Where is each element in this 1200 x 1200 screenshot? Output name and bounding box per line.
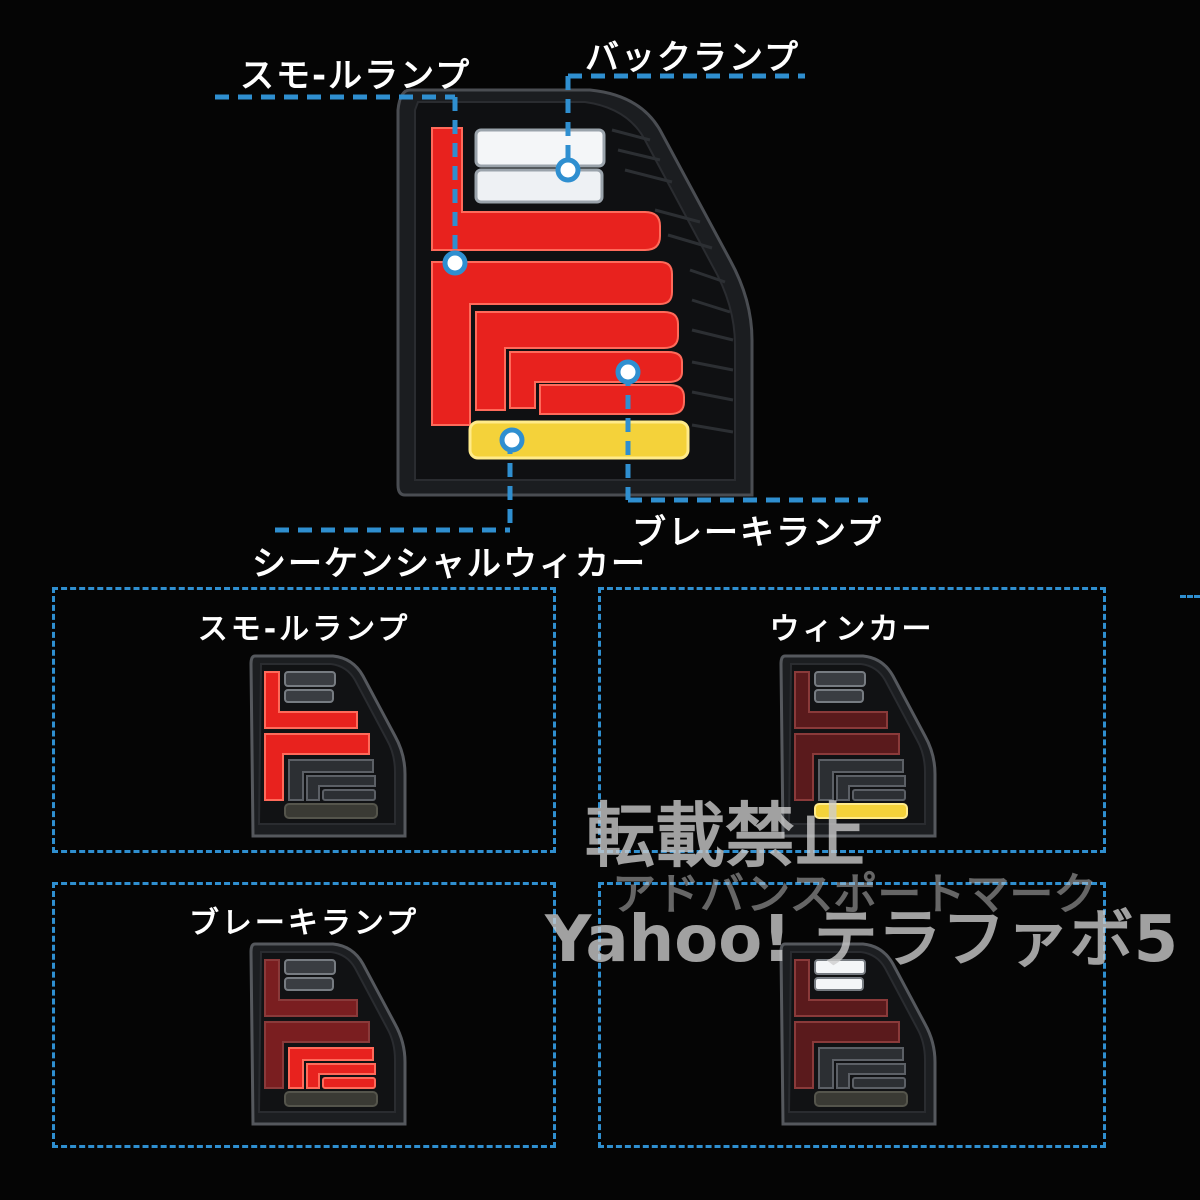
callout-dots <box>442 157 641 453</box>
mini-brake-bar-3 <box>852 1077 906 1089</box>
main-housing-ribs <box>611 128 734 434</box>
callout-leader-lines <box>215 73 868 533</box>
callout-small-lamp-label: スモ-ルランプ <box>240 56 472 96</box>
main-back-lamp-upper <box>474 128 606 168</box>
mini-brake-bar-1 <box>818 759 904 801</box>
mini-red-guide-upper <box>264 671 358 729</box>
mini-brake-bar-2 <box>306 1063 376 1089</box>
mini-brake-bar-3 <box>852 789 906 801</box>
mini-red-guide-upper <box>264 959 358 1017</box>
mini-red-guide-lower <box>794 1021 900 1089</box>
watermark-line-3: Yahoo! テラファボ5 <box>545 903 1179 977</box>
panel-brake-lamp-label: ブレーキランプ <box>188 906 420 941</box>
mini-back-lamp-upper <box>284 959 336 975</box>
panel-winker-label: ウィンカー <box>769 612 935 647</box>
mini-back-lamp-upper <box>284 671 336 687</box>
mini-winker-bar <box>284 803 378 819</box>
mini-taillight-winker <box>779 654 937 838</box>
mini-taillight-brake-lamp <box>249 942 407 1126</box>
watermark-line-2: アドバンスポートマーク <box>612 869 1098 920</box>
mini-brake-bar-1 <box>288 1047 374 1089</box>
mini-red-guide-lower <box>264 733 370 801</box>
main-red-light-guide <box>431 127 685 426</box>
watermark-line-1: 転載禁止 <box>585 795 865 877</box>
panel-small-lamp-label: スモ-ルランプ <box>197 612 411 647</box>
mini-taillight-back-lamp <box>779 942 937 1126</box>
edge-dash-fragment <box>1180 595 1200 598</box>
mini-red-guide-upper <box>794 671 888 729</box>
panel-winker <box>598 587 1106 853</box>
main-sequential-winker-bar <box>468 420 690 460</box>
mini-brake-bar-2 <box>306 775 376 801</box>
main-back-lamp-lower <box>474 168 604 204</box>
mini-taillight-small-lamp <box>249 654 407 838</box>
mini-back-lamp-upper <box>814 671 866 687</box>
callout-back-lamp-label: バックランプ <box>585 38 800 78</box>
mini-back-lamp-lower <box>284 977 334 991</box>
callout-brake-lamp-label: ブレーキランプ <box>632 513 883 553</box>
mini-red-guide-upper <box>794 959 888 1017</box>
main-taillight-diagram <box>215 73 868 533</box>
panel-back-lamp <box>598 882 1106 1148</box>
mini-brake-bar-1 <box>288 759 374 801</box>
mini-winker-bar <box>814 803 908 819</box>
mini-back-lamp-upper <box>814 959 866 975</box>
mini-red-guide-lower <box>264 1021 370 1089</box>
mini-brake-bar-2 <box>836 775 906 801</box>
panel-small-lamp <box>52 587 556 853</box>
mini-winker-bar <box>814 1091 908 1107</box>
callout-sequential-winker-label: シーケンシャルウィカー <box>252 544 647 584</box>
panel-brake-lamp <box>52 882 556 1148</box>
mini-winker-bar <box>284 1091 378 1107</box>
mini-brake-bar-3 <box>322 789 376 801</box>
mini-brake-bar-2 <box>836 1063 906 1089</box>
mini-brake-bar-1 <box>818 1047 904 1089</box>
mini-brake-bar-3 <box>322 1077 376 1089</box>
mini-back-lamp-lower <box>814 689 864 703</box>
mini-red-guide-lower <box>794 733 900 801</box>
mini-back-lamp-lower <box>284 689 334 703</box>
mini-back-lamp-lower <box>814 977 864 991</box>
